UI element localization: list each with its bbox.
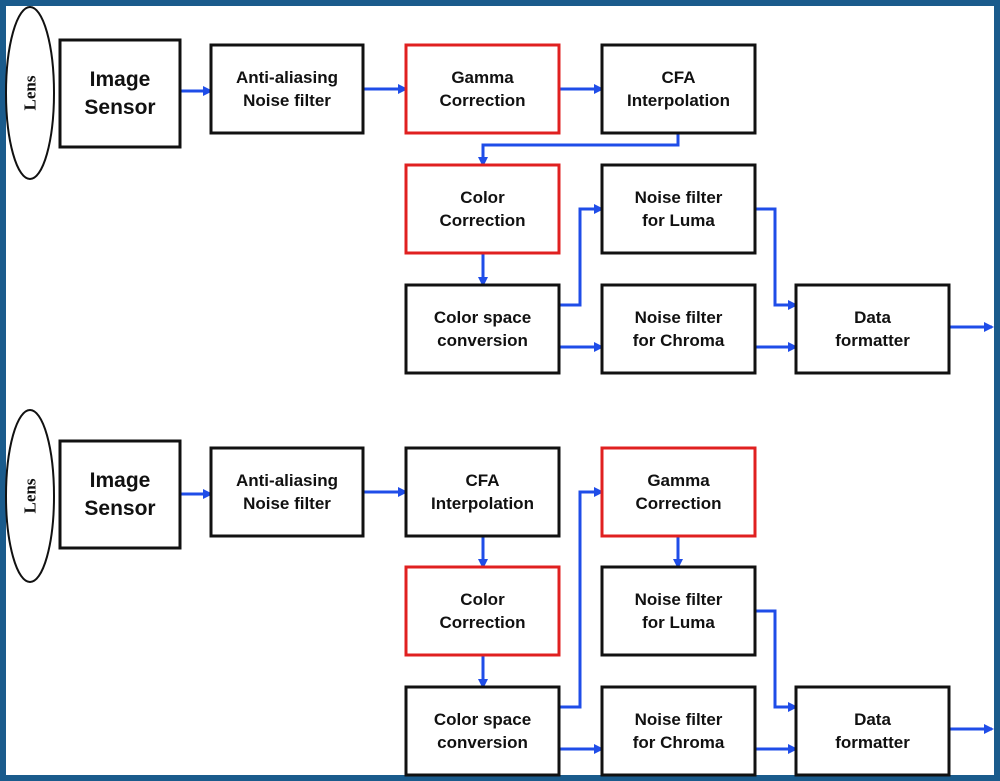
- diagram-2-cfa-label-2: Interpolation: [431, 494, 534, 513]
- diagram-1-anti-aliasing-box: [209, 43, 365, 135]
- diagram-1-noise-chroma-box: [600, 283, 757, 375]
- diagram-2-data-formatter-label-1: Data: [854, 710, 891, 729]
- diagram-2-arrow-5: [559, 487, 604, 709]
- diagram-1-noise-luma-label-1: Noise filter: [635, 188, 723, 207]
- diagram-1-color-correction-box: [404, 163, 561, 255]
- diagram-1-data-formatter-box: [794, 283, 951, 375]
- diagram-2-noise-chroma-label-2: for Chroma: [633, 733, 725, 752]
- diagram-2-lens-ellipse: [5, 409, 55, 583]
- diagram-2-color-space-label-2: conversion: [437, 733, 528, 752]
- diagram-1-noise-luma-label-2: for Luma: [642, 211, 715, 230]
- diagram-1-noise-chroma-label-2: for Chroma: [633, 331, 725, 350]
- diagram-1-gamma-label-2: Correction: [440, 91, 526, 110]
- diagram-1-lens: Lens: [5, 6, 55, 180]
- diagram-1-lens-ellipse: [5, 6, 55, 180]
- diagram-2-color-correction-label-1: Color: [460, 590, 505, 609]
- diagram-1-cfa-block: CFA Interpolation: [600, 43, 757, 135]
- diagram-1-data-formatter-label-2: formatter: [835, 331, 910, 350]
- diagram-1-gamma-box: [404, 43, 561, 135]
- diagram-1-image-sensor-label-2: Sensor: [84, 96, 155, 119]
- diagram-2-cfa-block: CFA Interpolation: [404, 446, 561, 538]
- diagram-2-data-formatter-block: Data formatter: [794, 685, 951, 777]
- diagram-1-color-space-block: Color space conversion: [404, 283, 561, 375]
- diagram-1-data-formatter-block: Data formatter: [794, 283, 951, 375]
- diagram-2-lens: Lens: [5, 409, 55, 583]
- diagram-2-arrow-8: [755, 609, 798, 712]
- diagram-2-anti-aliasing-label-1: Anti-aliasing: [236, 471, 338, 490]
- diagram-1-arrow-6: [559, 204, 604, 307]
- diagram-1-arrow-8: [755, 207, 798, 310]
- diagram-2-noise-chroma-label-1: Noise filter: [635, 710, 723, 729]
- diagram-1-cfa-label-1: CFA: [662, 68, 696, 87]
- diagram-2-data-formatter-label-2: formatter: [835, 733, 910, 752]
- diagram-1-gamma-label-1: Gamma: [451, 68, 514, 87]
- diagram-2-lens-label: Lens: [21, 478, 40, 513]
- diagram-2-color-space-label-1: Color space: [434, 710, 531, 729]
- diagram-1-color-space-label-2: conversion: [437, 331, 528, 350]
- diagram-2-image-sensor-label-1: Image: [90, 469, 151, 492]
- diagram-1-noise-chroma-block: Noise filter for Chroma: [600, 283, 757, 375]
- diagram-1-anti-aliasing-label-2: Noise filter: [243, 91, 331, 110]
- diagram-1-data-formatter-label-1: Data: [854, 308, 891, 327]
- diagram-2-gamma-box: [600, 446, 757, 538]
- diagram-1-color-space-label-1: Color space: [434, 308, 531, 327]
- diagram-2-color-correction-box: [404, 565, 561, 657]
- connectors: [180, 84, 994, 754]
- diagram-2-cfa-label-1: CFA: [466, 471, 500, 490]
- diagram-2-cfa-box: [404, 446, 561, 538]
- diagram-2-gamma-label-2: Correction: [636, 494, 722, 513]
- diagram-1-noise-luma-block: Noise filter for Luma: [600, 163, 757, 255]
- diagram-1-image-sensor-label-1: Image: [90, 68, 151, 91]
- diagram-1-anti-aliasing-label-1: Anti-aliasing: [236, 68, 338, 87]
- diagram-2-data-formatter-box: [794, 685, 951, 777]
- diagram-2-gamma-label-1: Gamma: [647, 471, 710, 490]
- diagram-1-cfa-label-2: Interpolation: [627, 91, 730, 110]
- diagram-1-image-sensor-box: [58, 38, 182, 149]
- diagram-2-color-space-block: Color space conversion: [404, 685, 561, 777]
- diagram-1-cfa-box: [600, 43, 757, 135]
- diagram-1-noise-chroma-label-1: Noise filter: [635, 308, 723, 327]
- diagram-2-color-space-box: [404, 685, 561, 777]
- diagram-1-arrow-4: [478, 133, 680, 167]
- diagram-2-noise-luma-label-2: for Luma: [642, 613, 715, 632]
- diagram-1-color-space-box: [404, 283, 561, 375]
- diagram-2-anti-aliasing-label-2: Noise filter: [243, 494, 331, 513]
- diagram-1-color-correction-label-2: Correction: [440, 211, 526, 230]
- diagram-1-noise-luma-box: [600, 163, 757, 255]
- diagram-2-noise-luma-block: Noise filter for Luma: [600, 565, 757, 657]
- diagram-2-noise-chroma-box: [600, 685, 757, 777]
- diagram-1-color-correction-label-1: Color: [460, 188, 505, 207]
- diagram-2-image-sensor-label-2: Sensor: [84, 497, 155, 520]
- diagram-2-color-correction-label-2: Correction: [440, 613, 526, 632]
- diagram-2-image-sensor-box: [58, 439, 182, 550]
- diagram-2-anti-aliasing-box: [209, 446, 365, 538]
- diagram-1-lens-label: Lens: [21, 75, 40, 110]
- diagram-2-noise-luma-box: [600, 565, 757, 657]
- diagram-2-noise-chroma-block: Noise filter for Chroma: [600, 685, 757, 777]
- diagram-2-noise-luma-label-1: Noise filter: [635, 590, 723, 609]
